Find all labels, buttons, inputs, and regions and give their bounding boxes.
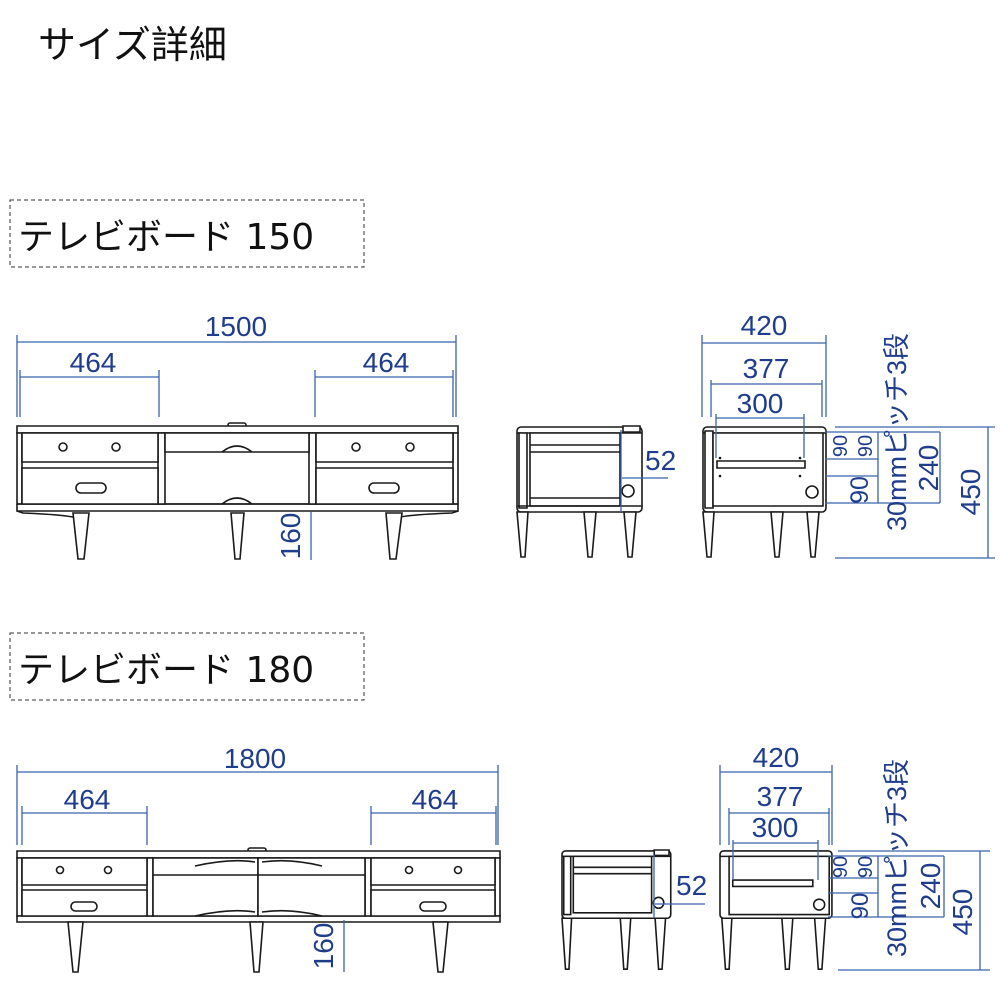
shelf-spacing-label: 90 — [855, 856, 877, 878]
depth-label: 420 — [741, 310, 788, 341]
depth-label: 420 — [753, 742, 800, 773]
arc-handle — [222, 498, 252, 504]
front-view — [17, 848, 500, 972]
cable-hole — [806, 486, 818, 498]
section-label-box — [9, 199, 365, 268]
slot-handle — [76, 483, 106, 493]
section-label-box — [9, 632, 365, 701]
drawer-left-width: 464 — [70, 347, 117, 378]
back-view — [720, 851, 832, 969]
drawer-left-width: 464 — [64, 784, 111, 815]
back-view — [703, 427, 826, 557]
leg — [807, 512, 819, 557]
back-dimensions: 420 377 300 450 240 90 90 90 30mmピッチ3段 — [701, 310, 995, 559]
shelf-spacing-label: 90 — [830, 435, 852, 457]
leg — [782, 918, 793, 969]
page-title: サイズ詳細 — [38, 23, 227, 67]
front-dimensions: 1800 464 464 160 — [16, 743, 499, 972]
leg — [68, 922, 83, 972]
leg — [703, 512, 714, 557]
door-handle — [195, 911, 322, 916]
door-handle — [195, 861, 322, 866]
leg — [250, 922, 263, 972]
leg — [655, 918, 665, 969]
front-dimensions: 1500 464 464 160 — [16, 311, 457, 560]
leg — [815, 918, 826, 969]
glass-door-left — [153, 858, 258, 916]
divider — [147, 858, 153, 916]
leg — [722, 918, 732, 969]
leg — [620, 918, 630, 969]
leg — [73, 513, 89, 559]
slot-handle — [71, 902, 97, 911]
side-view — [562, 850, 671, 969]
shelf-range-label: 240 — [913, 445, 944, 492]
drawer-right-top — [371, 858, 495, 885]
plinth — [17, 916, 500, 922]
leg-height-label: 160 — [275, 513, 306, 560]
divider — [158, 433, 165, 504]
knob — [57, 867, 64, 874]
leg — [517, 512, 528, 557]
cable-hole — [622, 485, 634, 497]
height-label: 450 — [947, 889, 978, 936]
back-dimensions: 420 377 300 450 240 90 90 90 30mmピッチ3段 — [719, 742, 990, 971]
knob — [455, 867, 462, 874]
shelf-bar — [717, 461, 805, 468]
knob — [112, 443, 120, 451]
leg — [562, 918, 572, 969]
knob — [352, 443, 360, 451]
leg — [584, 512, 596, 557]
front-view — [17, 423, 458, 559]
drawer-left-top — [22, 858, 147, 885]
shelf-range-label: 240 — [915, 863, 946, 910]
shelf-spacing-label: 90 — [847, 893, 874, 920]
shelf-bar — [733, 880, 813, 886]
cable-hole — [814, 899, 825, 910]
shelf-spacing-label: 90 — [855, 435, 877, 457]
leg — [771, 512, 783, 557]
knob — [406, 867, 413, 874]
shelf-spacing-label: 90 — [830, 856, 852, 878]
inner-width-label: 377 — [757, 781, 804, 812]
slot-handle — [369, 483, 399, 493]
leg — [433, 922, 448, 972]
section-label: テレビボード 180 — [18, 650, 314, 691]
drawer-right-width: 464 — [412, 784, 459, 815]
knob — [105, 867, 112, 874]
glass-door-right — [258, 858, 365, 916]
cable-hole — [653, 897, 663, 908]
knob — [59, 443, 67, 451]
leg-height-label: 160 — [308, 923, 339, 970]
inner-width-label: 377 — [743, 353, 790, 384]
arc-handle — [222, 446, 252, 452]
top-board — [17, 426, 458, 433]
offset-label: 52 — [645, 445, 676, 476]
shelf-width-label: 300 — [752, 812, 799, 843]
top-board — [17, 851, 500, 858]
width-label: 1800 — [224, 743, 286, 774]
shelf-width-label: 300 — [737, 388, 784, 419]
divider — [365, 858, 371, 916]
pitch-note: 30mmピッチ3段 — [882, 759, 912, 957]
width-label: 1500 — [205, 311, 267, 342]
leg — [231, 513, 244, 559]
flap-door — [165, 433, 309, 452]
divider — [309, 433, 316, 504]
leg — [386, 513, 402, 559]
shelf-spacing-label: 90 — [846, 476, 874, 504]
drawer-right-top — [316, 433, 453, 462]
drawer-right-width: 464 — [363, 347, 410, 378]
pitch-note: 30mmピッチ3段 — [882, 333, 912, 531]
section-label: テレビボード 150 — [18, 217, 314, 258]
side-view — [517, 426, 642, 557]
drawer-left-top — [22, 433, 158, 462]
leg — [624, 512, 636, 557]
offset-label: 52 — [676, 870, 707, 901]
height-label: 450 — [955, 469, 986, 516]
knob — [406, 443, 414, 451]
section-tvboard-150: テレビボード 150 — [9, 199, 995, 560]
slot-handle — [420, 902, 446, 911]
section-tvboard-180: テレビボード 180 — [9, 632, 990, 972]
